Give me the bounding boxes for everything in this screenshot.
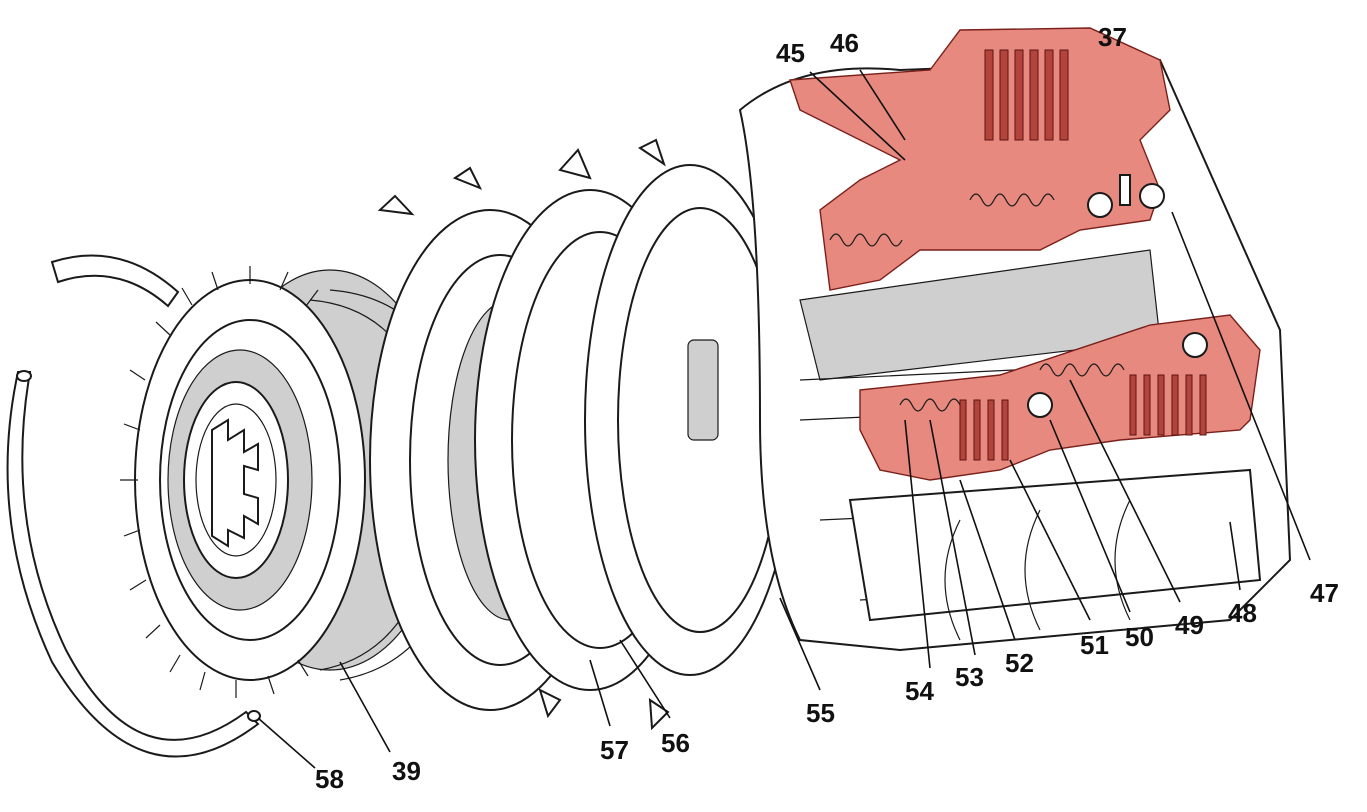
clutch-plate-55 [584, 164, 796, 676]
retaining-ring-58 [6, 370, 261, 758]
section-cut-lower [859, 314, 1261, 481]
callout-57: 57 [600, 735, 629, 765]
callout-58: 58 [315, 764, 344, 794]
section-cut-upper [789, 27, 1171, 291]
snap-ring-segment [50, 254, 180, 308]
callout-56: 56 [661, 728, 690, 758]
callout-47: 47 [1310, 578, 1339, 608]
callout-45: 45 [776, 38, 805, 68]
callout-49: 49 [1175, 610, 1204, 640]
callout-54: 54 [905, 676, 934, 706]
callout-53: 53 [955, 662, 984, 692]
callout-51: 51 [1080, 630, 1109, 660]
callout-37: 37 [1098, 22, 1127, 52]
callout-46: 46 [830, 28, 859, 58]
callout-55: 55 [806, 698, 835, 728]
callout-50: 50 [1125, 622, 1154, 652]
callout-52: 52 [1005, 648, 1034, 678]
callout-39: 39 [392, 756, 421, 786]
leader-lines [257, 69, 1311, 769]
callout-48: 48 [1228, 598, 1257, 628]
